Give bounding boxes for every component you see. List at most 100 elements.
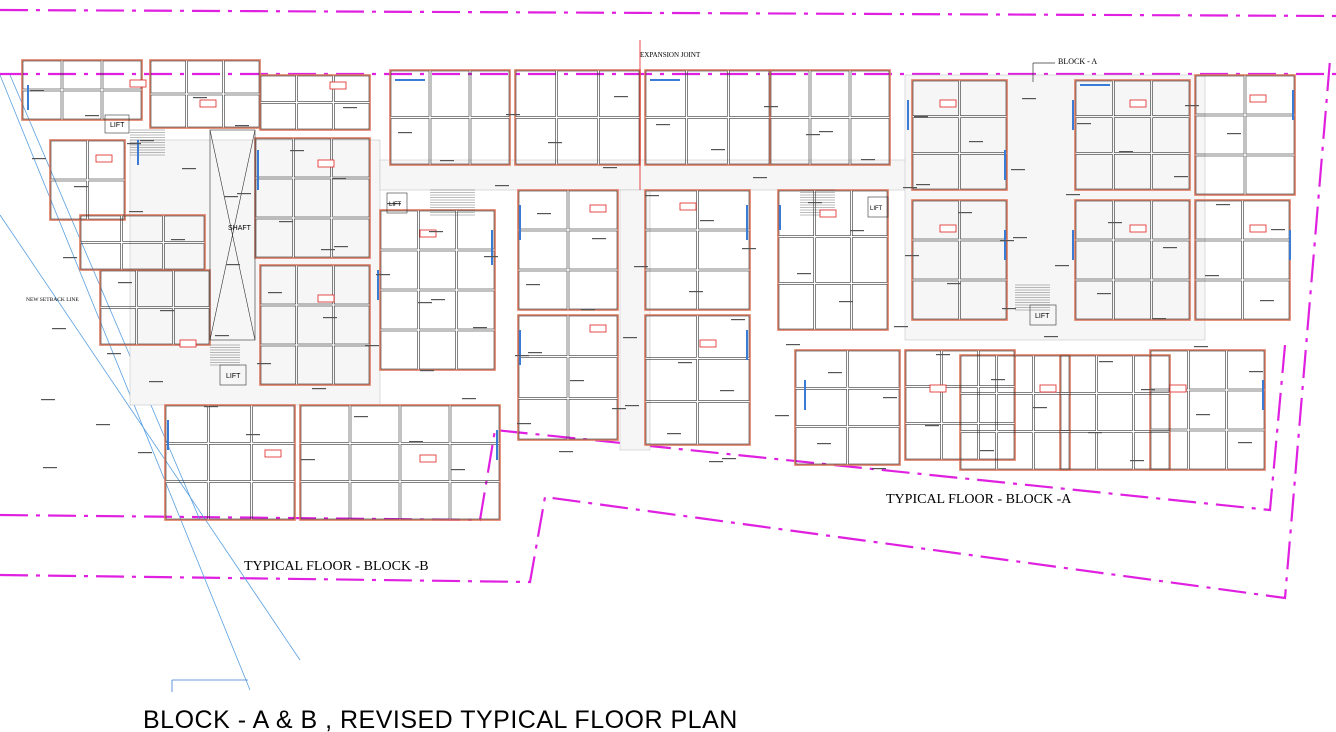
room-annotation-mark bbox=[1044, 336, 1058, 338]
room-outline bbox=[598, 118, 640, 165]
room-outline bbox=[400, 482, 450, 520]
room-annotation-mark bbox=[1108, 222, 1122, 224]
room-outline bbox=[418, 330, 456, 370]
room-outline bbox=[260, 265, 297, 305]
room-outline bbox=[1195, 155, 1245, 195]
room-outline bbox=[165, 443, 208, 481]
room-annotation-mark bbox=[817, 443, 831, 445]
room-outline bbox=[450, 443, 500, 481]
room-outline bbox=[645, 315, 697, 358]
room-annotation-mark bbox=[1260, 300, 1274, 302]
room-outline bbox=[187, 94, 223, 128]
room-outline bbox=[1245, 155, 1295, 195]
room-annotation-mark bbox=[526, 284, 540, 286]
room-outline bbox=[978, 350, 1015, 387]
room-annotation-mark bbox=[235, 125, 249, 127]
room-outline bbox=[645, 402, 697, 445]
room-annotation-mark bbox=[1152, 318, 1166, 320]
room-annotation-mark bbox=[409, 441, 423, 443]
room-outline bbox=[518, 270, 568, 310]
room-annotation-mark bbox=[1013, 237, 1027, 239]
room-outline bbox=[687, 70, 728, 117]
area-tag bbox=[317, 294, 335, 303]
room-outline bbox=[960, 280, 1007, 320]
room-outline bbox=[122, 243, 163, 270]
room-outline bbox=[209, 443, 251, 481]
room-annotation-mark bbox=[808, 202, 822, 204]
room-annotation-mark bbox=[916, 184, 930, 186]
room-annotation-mark bbox=[440, 160, 454, 162]
room-annotation-mark bbox=[74, 186, 88, 188]
room-outline bbox=[1060, 393, 1097, 431]
room-annotation-mark bbox=[903, 187, 917, 189]
room-annotation-mark bbox=[85, 115, 99, 117]
area-tag bbox=[199, 99, 217, 108]
room-outline bbox=[457, 290, 495, 330]
room-outline bbox=[568, 315, 618, 357]
room-annotation-mark bbox=[775, 415, 789, 417]
room-annotation-mark bbox=[1022, 98, 1036, 100]
room-outline bbox=[333, 265, 370, 305]
room-annotation-mark bbox=[343, 107, 357, 109]
room-annotation-mark bbox=[279, 221, 293, 223]
area-tag bbox=[929, 384, 947, 393]
room-outline bbox=[80, 215, 122, 242]
room-annotation-mark bbox=[753, 177, 767, 179]
room-outline bbox=[778, 283, 815, 330]
area-tag bbox=[419, 229, 437, 238]
room-outline bbox=[518, 357, 568, 398]
area-tag bbox=[1039, 384, 1057, 393]
room-outline bbox=[88, 180, 125, 220]
room-outline bbox=[518, 315, 568, 357]
room-outline bbox=[209, 482, 251, 520]
room-annotation-mark bbox=[1141, 389, 1155, 391]
room-outline bbox=[698, 402, 750, 445]
room-annotation-mark bbox=[517, 423, 531, 425]
room-annotation-mark bbox=[140, 140, 154, 142]
room-outline bbox=[778, 237, 815, 283]
room-annotation-mark bbox=[506, 114, 520, 116]
room-annotation-mark bbox=[354, 416, 368, 418]
room-annotation-mark bbox=[1130, 460, 1144, 462]
room-annotation-mark bbox=[63, 257, 77, 259]
room-outline bbox=[1114, 154, 1151, 190]
room-annotation-mark bbox=[451, 469, 465, 471]
room-annotation-mark bbox=[645, 195, 659, 197]
room-annotation-mark bbox=[1194, 346, 1208, 348]
room-outline bbox=[100, 308, 137, 345]
room-annotation-mark bbox=[883, 397, 897, 399]
room-outline bbox=[224, 94, 260, 128]
area-tag bbox=[329, 81, 347, 90]
room-annotation-mark bbox=[720, 390, 734, 392]
room-outline bbox=[350, 482, 400, 520]
room-outline bbox=[795, 427, 847, 465]
room-annotation-mark bbox=[625, 405, 639, 407]
room-outline bbox=[942, 423, 978, 460]
room-outline bbox=[137, 308, 173, 345]
room-annotation-mark bbox=[1099, 361, 1113, 363]
room-annotation-mark bbox=[334, 246, 348, 248]
room-outline bbox=[457, 330, 495, 370]
room-annotation-mark bbox=[96, 424, 110, 426]
lift-label-5: LIFT bbox=[1035, 313, 1050, 320]
room-outline bbox=[942, 387, 978, 423]
room-annotation-mark bbox=[634, 266, 648, 268]
area-tag bbox=[1129, 224, 1147, 233]
room-annotation-mark bbox=[1249, 371, 1263, 373]
room-annotation-mark bbox=[936, 354, 950, 356]
room-annotation-mark bbox=[246, 434, 260, 436]
room-outline bbox=[430, 118, 470, 165]
room-annotation-mark bbox=[548, 142, 562, 144]
room-annotation-mark bbox=[839, 301, 853, 303]
room-annotation-mark bbox=[1077, 123, 1091, 125]
room-outline bbox=[515, 70, 557, 117]
room-annotation-mark bbox=[905, 255, 919, 257]
area-tag bbox=[589, 204, 607, 213]
block-a-marker-label: BLOCK - A bbox=[1058, 57, 1097, 66]
room-annotation-mark bbox=[268, 292, 282, 294]
room-annotation-mark bbox=[41, 399, 55, 401]
room-outline bbox=[450, 405, 500, 443]
room-annotation-mark bbox=[980, 450, 994, 452]
room-outline bbox=[960, 432, 997, 470]
